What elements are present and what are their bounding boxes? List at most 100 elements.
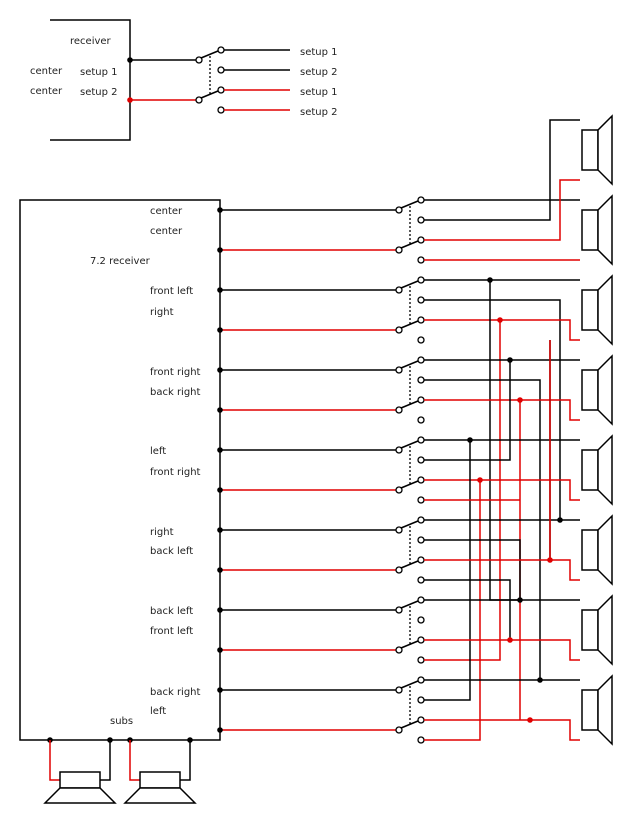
switch-lever xyxy=(400,520,419,529)
channel-label-7a: back right xyxy=(150,687,201,698)
switch-pole xyxy=(395,326,403,334)
route-wire xyxy=(424,399,580,421)
route-wire xyxy=(424,539,521,600)
subwoofer-icon xyxy=(123,771,197,804)
channel-label-3a: front right xyxy=(150,367,201,378)
top-left-label-1: center xyxy=(30,66,63,77)
switch-pole xyxy=(395,246,403,254)
switch-contact xyxy=(417,356,425,364)
switch-lever xyxy=(400,320,419,329)
routing-junctions xyxy=(467,277,563,723)
channel-label-4a: left xyxy=(150,446,166,457)
switch-pole xyxy=(395,366,403,374)
top-output-label-1: setup 1 xyxy=(300,47,338,58)
terminal-dot xyxy=(217,287,223,293)
top-junction-red xyxy=(127,97,133,103)
terminal-dot xyxy=(217,407,223,413)
terminal-dot xyxy=(217,367,223,373)
channel-label-6b: front left xyxy=(150,626,193,637)
switch-contact xyxy=(417,416,425,424)
switch-contact xyxy=(417,436,425,444)
switch-lever xyxy=(400,480,419,489)
route-wire xyxy=(424,360,511,461)
switch-contact xyxy=(417,636,425,644)
switch-pole xyxy=(395,206,403,214)
route-wire xyxy=(424,199,580,221)
terminal-dot xyxy=(217,207,223,213)
switch-lever xyxy=(400,240,419,249)
channel-label-4b: front right xyxy=(150,467,201,478)
terminal-dot xyxy=(217,487,223,493)
switch-contact xyxy=(417,476,425,484)
route-wire xyxy=(424,480,481,741)
switch-contact xyxy=(417,676,425,684)
top-output-label-2: setup 2 xyxy=(300,67,338,78)
switch-contact xyxy=(417,456,425,464)
switch-pole xyxy=(395,446,403,454)
switch-pole xyxy=(395,606,403,614)
switch-lever xyxy=(400,280,419,289)
speaker-icon xyxy=(581,594,613,666)
top-junction-black xyxy=(127,57,133,63)
switch-pole xyxy=(395,646,403,654)
switch-pole xyxy=(395,566,403,574)
switch-contact xyxy=(417,316,425,324)
switch-layer xyxy=(217,196,425,744)
top-receiver-outline xyxy=(50,19,131,141)
route-wire xyxy=(424,319,580,341)
terminal-dot xyxy=(217,527,223,533)
switch-contact xyxy=(417,536,425,544)
route-wire xyxy=(424,479,580,501)
subwoofer-icon xyxy=(43,771,117,804)
route-wire xyxy=(424,119,580,201)
speaker-icon xyxy=(581,114,613,186)
switch-contact xyxy=(417,256,425,264)
top-input-label-2: setup 2 xyxy=(80,87,118,98)
terminal-dot xyxy=(217,247,223,253)
top-output-label-4: setup 2 xyxy=(300,107,338,118)
channel-label-5a: right xyxy=(150,527,174,538)
switch-contact xyxy=(417,236,425,244)
switch-contact xyxy=(417,496,425,504)
terminal-dot xyxy=(217,567,223,573)
terminal-dot xyxy=(217,607,223,613)
top-output-label-3: setup 1 xyxy=(300,87,338,98)
channel-label-5b: back left xyxy=(150,546,193,557)
route-wire xyxy=(424,440,471,701)
channel-label-3b: back right xyxy=(150,387,201,398)
switch-contact xyxy=(417,296,425,304)
switch-contact xyxy=(417,556,425,564)
route-wire xyxy=(424,379,580,681)
switch-pole xyxy=(395,686,403,694)
terminal-dot xyxy=(217,647,223,653)
route-wire xyxy=(424,340,551,561)
channel-labels: center center front left right front rig… xyxy=(150,206,201,717)
route-wire xyxy=(424,639,580,661)
switch-contact xyxy=(417,656,425,664)
subs-label: subs xyxy=(110,716,133,727)
switch-lever xyxy=(400,360,419,369)
switch-pole xyxy=(395,486,403,494)
top-switch xyxy=(195,46,225,114)
channel-label-2a: front left xyxy=(150,286,193,297)
switch-contact xyxy=(417,696,425,704)
route-wire xyxy=(424,719,580,741)
switch-lever xyxy=(400,680,419,689)
switch-pole xyxy=(395,526,403,534)
switch-contact xyxy=(417,596,425,604)
terminal-dot xyxy=(217,327,223,333)
speaker-icon xyxy=(581,194,613,266)
routing-wires xyxy=(424,119,580,741)
speaker-icon xyxy=(581,434,613,506)
channel-label-2b: right xyxy=(150,307,174,318)
main-receiver-label: 7.2 receiver xyxy=(90,256,151,267)
top-input-label-1: setup 1 xyxy=(80,67,118,78)
route-wire xyxy=(424,299,580,521)
terminal-dot xyxy=(217,727,223,733)
terminal-dot xyxy=(217,687,223,693)
route-wire xyxy=(550,559,580,581)
top-left-label-2: center xyxy=(30,86,63,97)
channel-label-6a: back left xyxy=(150,606,193,617)
switch-contact xyxy=(417,396,425,404)
